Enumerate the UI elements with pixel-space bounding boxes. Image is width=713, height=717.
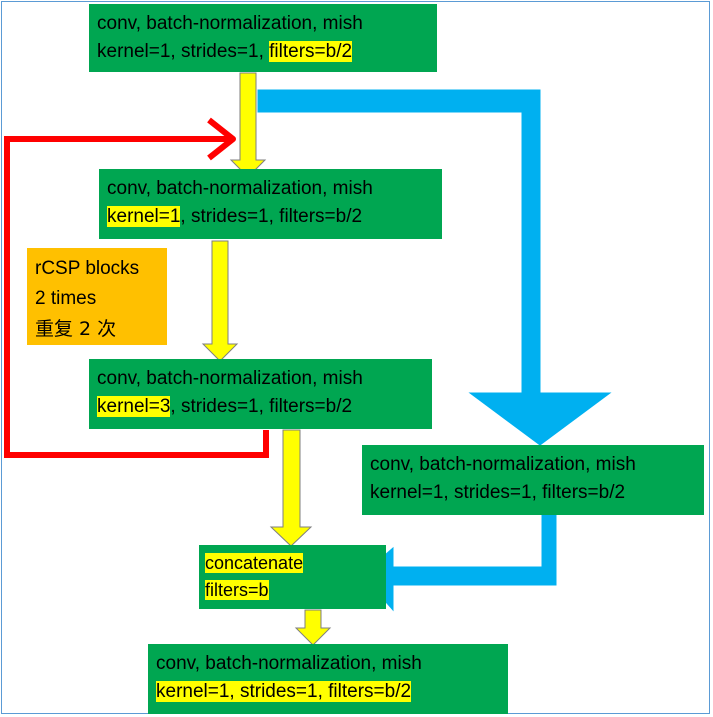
conv-block-2-title: conv, batch-normalization, mish: [107, 178, 373, 199]
blue-bypass-arrow: [257, 89, 612, 446]
yellow-arrow-1: [229, 72, 267, 178]
repeat-note-line1: rCSP blocks: [35, 258, 140, 279]
conv-block-1: conv, batch-normalization, mish kernel=1…: [89, 4, 437, 72]
conv-block-2-params: kernel=1, strides=1, filters=b/2: [107, 206, 363, 227]
concatenate-block: concatenate filters=b: [199, 545, 386, 609]
conv-block-5-title: conv, batch-normalization, mish: [156, 653, 422, 674]
yellow-arrow-4: [294, 609, 332, 646]
repeat-note-line3: 重复 2 次: [35, 318, 117, 340]
conv-block-4-params: kernel=1, strides=1, filters=b/2: [370, 482, 626, 503]
conv-block-1-title: conv, batch-normalization, mish: [97, 13, 363, 34]
concatenate-filters: filters=b: [205, 580, 269, 600]
conv-block-3: conv, batch-normalization, mish kernel=3…: [89, 359, 432, 429]
highlight-kernel: kernel=3: [97, 396, 171, 417]
repeat-note-line2: 2 times: [35, 288, 97, 309]
conv-block-4: conv, batch-normalization, mish kernel=1…: [362, 445, 704, 515]
red-loop-arrowhead: [207, 117, 236, 161]
conv-block-4-title: conv, batch-normalization, mish: [370, 454, 636, 475]
conv-block-3-title: conv, batch-normalization, mish: [97, 368, 363, 389]
highlight-filters: filters=b/2: [269, 41, 353, 62]
concatenate-title: concatenate: [205, 553, 304, 573]
blue-to-concat-arrow: [361, 513, 557, 612]
repeat-note: rCSP blocks 2 times 重复 2 次: [27, 248, 167, 345]
yellow-arrow-2: [201, 240, 239, 362]
conv-block-1-params: kernel=1, strides=1, filters=b/2: [97, 41, 353, 62]
conv-block-5-params: kernel=1, strides=1, filters=b/2: [156, 681, 412, 702]
conv-block-3-params: kernel=3, strides=1, filters=b/2: [97, 396, 353, 417]
conv-block-5: conv, batch-normalization, mish kernel=1…: [148, 644, 508, 714]
red-loop-arrow: [4, 136, 269, 458]
yellow-arrow-3: [269, 429, 313, 547]
conv-block-2: conv, batch-normalization, mish kernel=1…: [99, 169, 442, 239]
highlight-kernel: kernel=1: [107, 206, 181, 227]
